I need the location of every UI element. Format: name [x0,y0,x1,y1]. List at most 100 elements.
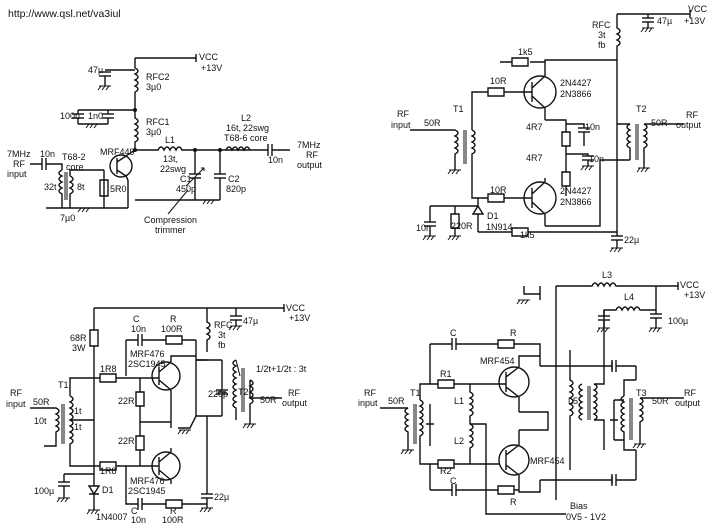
c1-out-freq: 7MHz [297,140,321,150]
source-url[interactable]: http://www.qsl.net/va3iul [8,8,121,20]
c3-transistor-q2 [151,451,181,481]
c1-resistor-5r0 [99,170,109,208]
c3-rfc-fb: fb [218,340,226,350]
c1-cap-in-label: 10n [40,149,55,159]
c4-transistor-q1 [498,366,530,398]
c1-rfc1-coil [133,110,139,150]
c2-q1-label-2: 2N3866 [560,89,592,99]
c1-transistor-mrf449 [109,154,133,178]
c1-c2-value: 820p [226,184,246,194]
c3-q2-label-2: 2SC1945 [128,486,166,496]
c3-c-fb1-label: C [133,314,140,324]
c4-t1-label: T1 [410,388,421,398]
circuit-2-push-pull-2n4427: VCC +13V 47µ RFC 3t fb 2N4427 2N3866 1k5… [391,4,708,253]
c3-vcc-voltage: +13V [289,313,310,323]
c4-q2-label: MRF454 [530,456,565,466]
c4-vcc-voltage: +13V [684,290,705,300]
c1-trimmer-label-2: trimmer [155,225,186,235]
circuit-4-push-pull-mrf454: L3 VCC +13V L4 100µ C R MRF454 RF input … [358,270,705,522]
c3-r-fb2-value: 100R [162,515,184,524]
c3-r-fb1-label: R [170,314,177,324]
c2-r-e2-label: 4R7 [526,153,543,163]
c4-q1-label: MRF454 [480,356,515,366]
c2-cap-47u-label: 47µ [657,16,672,26]
c2-r-e1-label: 4R7 [526,122,543,132]
c3-q2-label: MRF476 [130,476,165,486]
c2-t1-primary [410,129,459,164]
c2-z-in: 50R [424,118,441,128]
c1-cap-1n0-label: 1n0 [88,111,103,121]
c1-core-label: T68-2 [62,152,86,162]
c1-out-rf: RF [306,150,318,160]
c1-cap-out-label: 10n [268,155,283,165]
c1-c2-label: C2 [228,174,240,184]
c3-r-b2-label: 1R8 [100,466,117,476]
c3-r-bias-label: 68R [70,333,87,343]
c1-out-label: output [297,160,323,170]
c4-transistor-q2 [498,444,530,476]
c3-r-bias-watt: 3W [72,343,86,353]
c2-t2-label: T2 [636,104,647,114]
c1-l1-turns: 13t, [163,154,178,164]
c1-l2-label: L2 [241,113,251,123]
c1-l1-label: L1 [165,135,175,145]
c3-c-fb1-value: 10n [131,324,146,334]
c4-l3-label: L3 [602,270,612,280]
c4-out-label: output [675,398,701,408]
c1-rfc1-label: RFC1 [146,117,170,127]
c1-cap-100n-label: 100n [60,111,80,121]
c1-transistor-label: MRF449 [100,147,135,157]
c3-rfc-label: RFC [214,320,233,330]
c4-l5-label: L5 [568,396,578,406]
c4-r1-label: R1 [440,369,452,379]
c3-c-bias-label: 100µ [34,486,54,496]
c2-c-bot-label: 10n [416,223,431,233]
c3-r-e1-label: 22R [118,396,135,406]
c2-q2-label-2: 2N3866 [560,197,592,207]
c4-r2-label: R2 [440,466,452,476]
c1-l2-turns: 16t, [226,123,241,133]
c1-input-transformer-primary [58,169,64,208]
c1-trimmer-label-1: Compression [144,215,197,225]
c2-r-base2-label: 10R [490,185,507,195]
c2-t1-label: T1 [453,104,464,114]
c2-vcc-label: VCC [688,4,708,14]
c3-c-fb2-label: C [131,506,138,516]
c2-rfc-coil [615,14,621,60]
circuit-3-push-pull-mrf476: VCC +13V 47µ RFC 3t fb 68R 3W C 10n R 10… [6,303,310,524]
c4-bias-label: Bias [570,501,588,511]
c3-turns-s2: 1t [74,422,82,432]
c3-c-out-label: 220p [208,389,228,399]
c1-vcc-voltage: +13V [201,63,222,73]
c1-c1-label: C1 [180,174,192,184]
c2-in-label: input [391,120,411,130]
c1-resistor-label: 5R0 [110,184,127,194]
c1-l2-core: T68-6 core [224,133,268,143]
c1-rfc2-coil [133,67,139,93]
c4-l1-label: L1 [454,396,464,406]
c1-in-label: input [7,169,27,179]
c3-rfc-coil [205,308,211,352]
c1-lbase-label: 7µ0 [60,213,75,223]
c3-d1-label: D1 [102,485,114,495]
c3-in-label: input [6,399,26,409]
c2-rfc-label: RFC [592,20,611,30]
c1-turns-sec: 8t [77,182,85,192]
c2-in-rf: RF [397,109,409,119]
c4-c-fb2-label: C [450,476,457,486]
c4-in-rf: RF [364,388,376,398]
c4-c-fb1-label: C [450,328,457,338]
c4-c-top-label: 100µ [668,316,688,326]
c1-core-label-2: core [66,162,84,172]
c4-z-in: 50R [388,396,405,406]
c3-in-rf: RF [10,388,22,398]
c1-in-freq: 7MHz [7,149,31,159]
c4-l2-label: L2 [454,436,464,446]
c3-c-fb2-value: 10n [131,515,146,524]
c1-cap-47u-label: 47µ [88,65,103,75]
c3-q1-label-2: 2SC1945 [128,359,166,369]
c4-vcc-label: VCC [680,280,700,290]
c3-t2-label: T2 [238,387,249,397]
c1-in-rf: RF [13,159,25,169]
c1-rfc1-value: 3µ0 [146,127,161,137]
